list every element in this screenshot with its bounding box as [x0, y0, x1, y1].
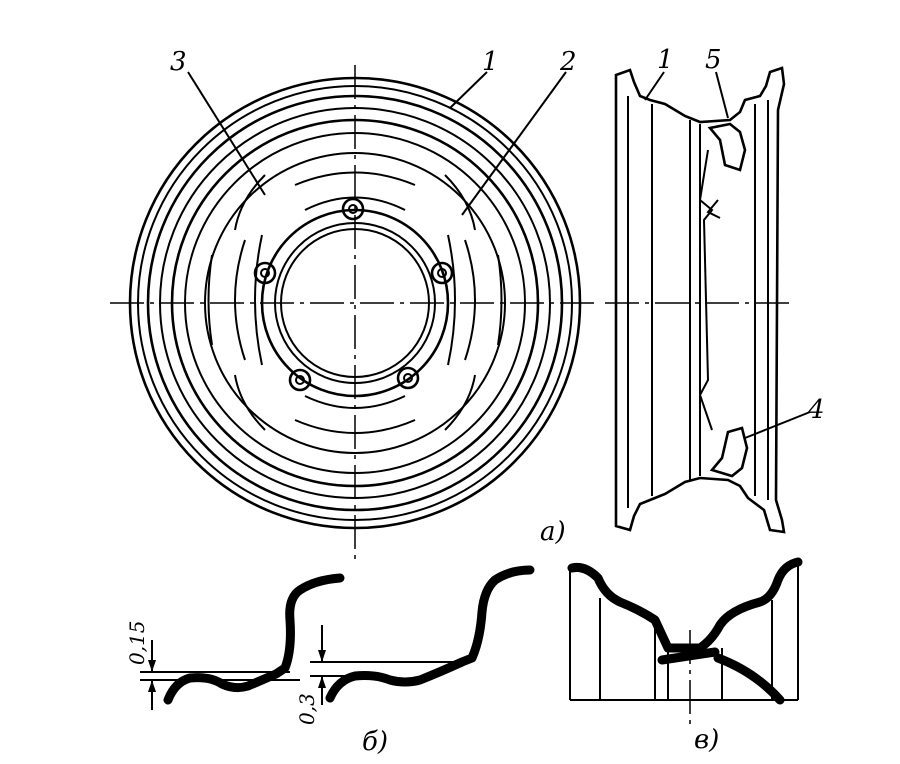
callout-1-front: 1: [482, 47, 499, 77]
front-leaders: [187, 71, 567, 216]
rim-section-left: [614, 66, 786, 534]
dimension-lines-b: [140, 625, 465, 710]
callout-2: 2: [559, 47, 577, 77]
disc-section: [707, 122, 749, 478]
view-label-a: а): [540, 517, 566, 547]
center-axes: [110, 65, 600, 560]
dimension-0-3: 0,3: [295, 693, 319, 725]
view-label-v: в): [694, 725, 719, 755]
bolt-holes: [253, 197, 454, 392]
callout-5: 5: [705, 45, 722, 75]
rim-section-thick-v: [567, 557, 803, 653]
dimension-0-15: 0,15: [125, 620, 149, 665]
side-view: [605, 66, 811, 534]
callout-3: 3: [170, 47, 187, 77]
rim-profile-thick-b2: [325, 565, 535, 703]
profile-detail-b: [140, 565, 535, 710]
front-view: [110, 65, 600, 560]
callout-4: 4: [807, 395, 825, 425]
callout-1-side: 1: [657, 45, 674, 75]
view-label-b: б): [362, 727, 388, 757]
rim-profile-thick-b: [163, 573, 345, 705]
section-detail-v: [567, 557, 803, 725]
side-leaders: [644, 71, 811, 439]
